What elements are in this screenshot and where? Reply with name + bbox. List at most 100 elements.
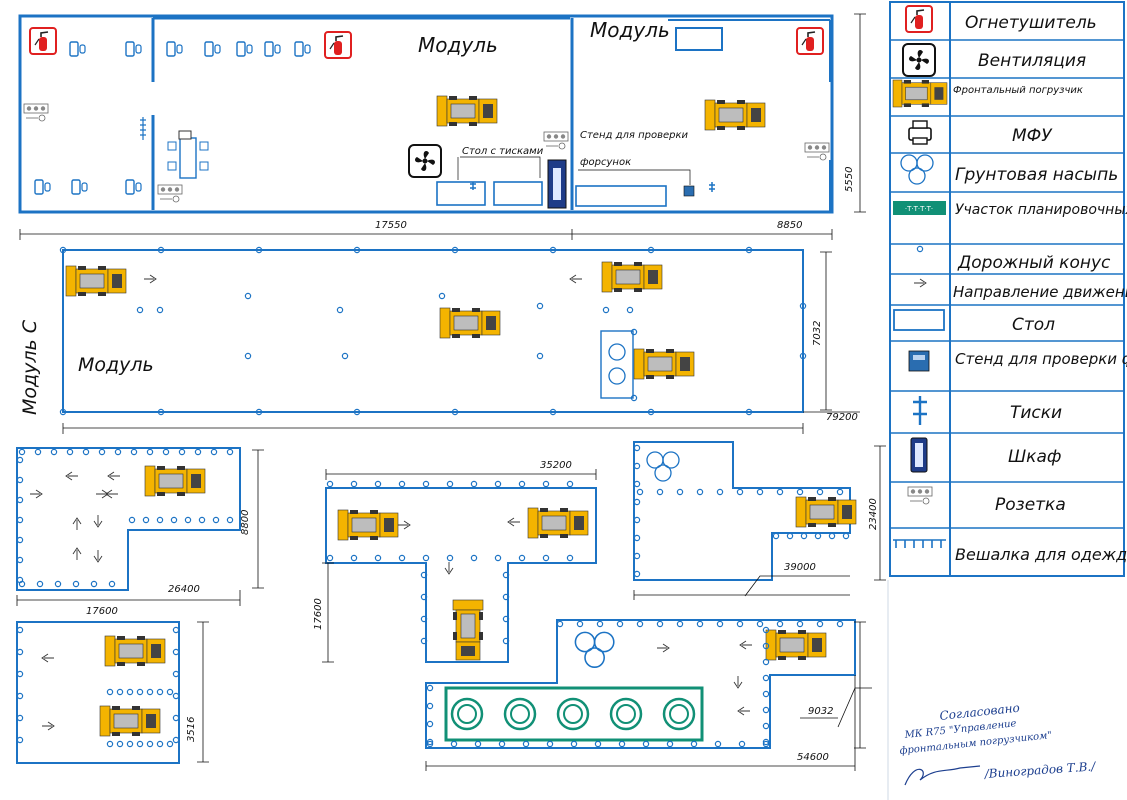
road-cone-icon bbox=[762, 674, 770, 682]
road-cone-icon bbox=[82, 448, 90, 456]
road-cone-icon bbox=[126, 688, 134, 696]
road-cone-icon bbox=[836, 620, 844, 628]
road-cone-icon bbox=[178, 448, 186, 456]
road-cone-icon bbox=[470, 480, 478, 488]
road-cone-icon bbox=[98, 448, 106, 456]
arrow-icon bbox=[41, 721, 55, 731]
dimension-label: 3516 bbox=[186, 717, 197, 742]
road-cone-icon bbox=[756, 488, 764, 496]
road-cone-icon bbox=[166, 688, 174, 696]
road-cone-icon bbox=[776, 488, 784, 496]
road-cone-icon bbox=[16, 556, 24, 564]
road-cone-icon bbox=[666, 740, 674, 748]
road-cone-icon bbox=[16, 626, 24, 634]
grading-area-icon bbox=[893, 201, 946, 215]
workstations bbox=[34, 41, 311, 195]
road-cone-icon bbox=[762, 706, 770, 714]
zone-d: 23400 39000 bbox=[633, 441, 886, 600]
dimension-label: 35200 bbox=[540, 460, 572, 471]
road-cone-icon bbox=[842, 532, 850, 540]
table bbox=[493, 181, 543, 206]
road-cone-icon bbox=[626, 306, 634, 314]
road-cone-icon bbox=[616, 620, 624, 628]
road-cone-icon bbox=[494, 480, 502, 488]
arrow-icon bbox=[656, 643, 670, 653]
road-cone-icon bbox=[556, 620, 564, 628]
road-cone-icon bbox=[596, 620, 604, 628]
signature-name: /Виноградов Т.В./ bbox=[983, 759, 1097, 781]
road-cone-icon bbox=[633, 480, 641, 488]
legend-label-vise: Тиски bbox=[1010, 403, 1062, 423]
road-cone-icon bbox=[350, 554, 358, 562]
road-cone-icon bbox=[633, 570, 641, 578]
road-cone-icon bbox=[16, 496, 24, 504]
road-cone-icon bbox=[656, 620, 664, 628]
stand-label: Стенд для проверки bbox=[580, 130, 689, 141]
road-cone-icon bbox=[786, 532, 794, 540]
fire-extinguisher-icon bbox=[324, 31, 352, 59]
loader-icon bbox=[337, 509, 399, 541]
grading-wheels bbox=[450, 697, 696, 731]
road-cone-icon bbox=[518, 554, 526, 562]
road-cone-icon bbox=[633, 552, 641, 560]
road-cone-icon bbox=[156, 740, 164, 748]
legend-label-coatrack: Вешалка для одежды bbox=[955, 545, 1127, 564]
road-cone-icon bbox=[633, 444, 641, 452]
dimension-label: 17600 bbox=[313, 598, 324, 630]
road-cone-icon bbox=[126, 740, 134, 748]
road-cone-icon bbox=[776, 620, 784, 628]
legend-label-stand: Стенд для проверки форсунок bbox=[955, 350, 1127, 368]
road-cone-icon bbox=[106, 688, 114, 696]
dimension-label: 8850 bbox=[777, 220, 802, 231]
arrow-icon bbox=[72, 547, 82, 561]
arrow-icon bbox=[41, 653, 55, 663]
road-cone-icon bbox=[128, 516, 136, 524]
road-cone-icon bbox=[498, 740, 506, 748]
arrow-icon bbox=[107, 471, 121, 481]
road-cone-icon bbox=[536, 352, 544, 360]
road-cone-icon bbox=[594, 740, 602, 748]
road-cone-icon bbox=[106, 740, 114, 748]
soil-pile-icon bbox=[646, 451, 680, 482]
loader-icon bbox=[144, 465, 206, 497]
cabinet-icon bbox=[910, 437, 928, 473]
road-cone-icon bbox=[676, 620, 684, 628]
road-cone-icon bbox=[326, 554, 334, 562]
legend-label-table: Стол bbox=[1012, 315, 1055, 335]
printer-icon bbox=[908, 120, 932, 145]
road-cone-icon bbox=[796, 620, 804, 628]
legend-label-mfu: МФУ bbox=[1012, 126, 1053, 146]
legend-label-direction: Направление движения bbox=[953, 283, 1127, 301]
coat-rack-icon bbox=[893, 539, 946, 548]
road-cone-icon bbox=[736, 488, 744, 496]
road-cone-icon bbox=[350, 480, 358, 488]
loader-icon bbox=[765, 629, 827, 661]
road-cone-icon bbox=[633, 498, 641, 506]
road-cone-icon bbox=[66, 448, 74, 456]
legend-label-loader: Фронтальный погрузчик bbox=[953, 85, 1083, 96]
road-cone-icon bbox=[566, 554, 574, 562]
road-cone-icon bbox=[16, 692, 24, 700]
building-plan: Модуль Модуль Стол с тисками Стенд для п… bbox=[18, 13, 866, 240]
road-cone-icon bbox=[244, 292, 252, 300]
dimension-label: 9032 bbox=[808, 706, 833, 717]
coat-rack-icon bbox=[140, 117, 146, 140]
road-cone-icon bbox=[72, 580, 80, 588]
road-cone-icon bbox=[162, 448, 170, 456]
road-cone-icon bbox=[814, 532, 822, 540]
dimension-label: 17550 bbox=[375, 220, 407, 231]
loader-icon bbox=[452, 599, 484, 661]
road-cone-icon bbox=[446, 480, 454, 488]
road-cone-icon bbox=[470, 554, 478, 562]
road-cone-icon bbox=[816, 620, 824, 628]
loader-icon bbox=[104, 635, 166, 667]
road-cone-icon bbox=[170, 516, 178, 524]
fire-extinguisher-icon bbox=[796, 27, 824, 55]
road-cone-icon bbox=[156, 688, 164, 696]
road-cone-icon bbox=[398, 554, 406, 562]
loader-icon bbox=[436, 95, 498, 127]
dimension-label: 23400 bbox=[868, 498, 879, 530]
road-cone-icon bbox=[146, 740, 154, 748]
arrow-icon bbox=[507, 517, 521, 527]
zone-b: 3516 bbox=[16, 621, 209, 764]
